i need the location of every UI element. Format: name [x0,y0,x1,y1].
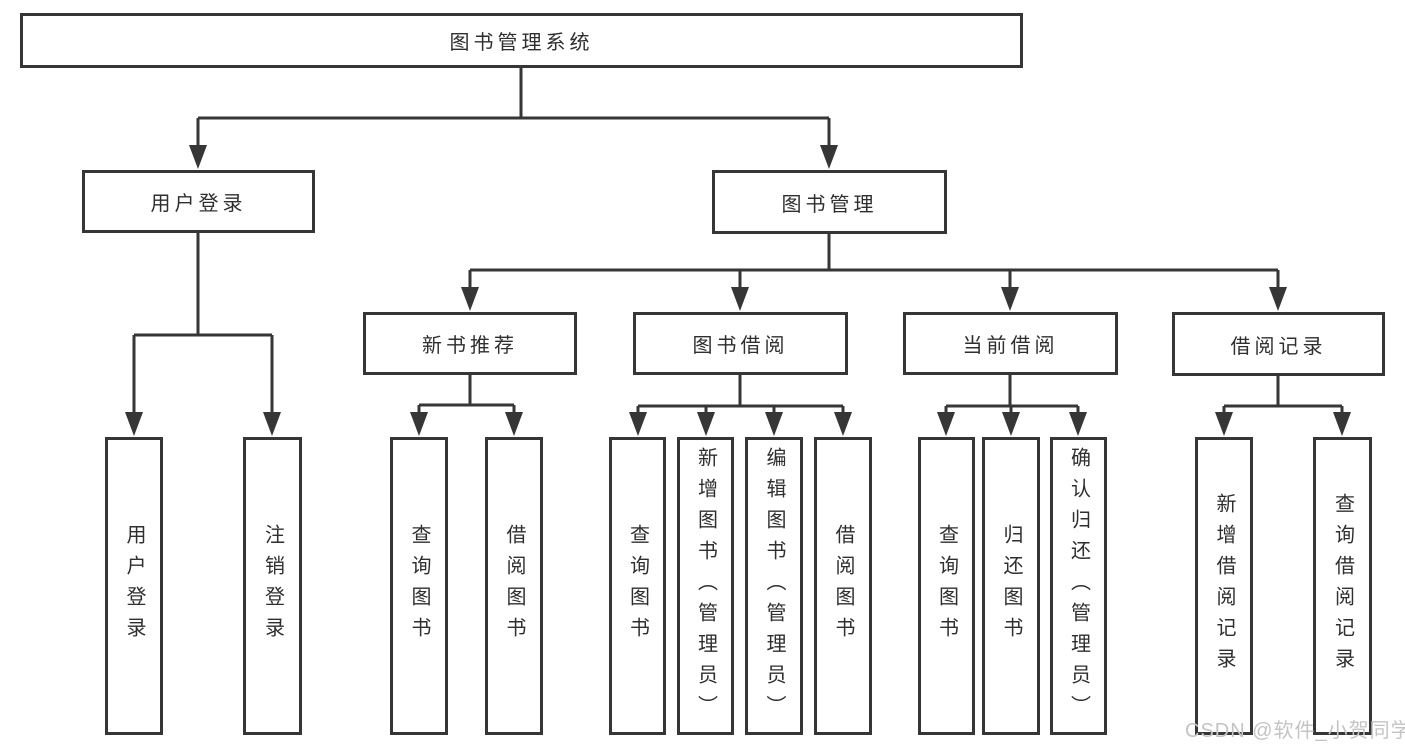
leaf-edit-book-admin: 编辑图书（管理员） [745,437,803,735]
leaf-borrow-book-1: 借阅图书 [485,437,543,735]
leaf-label: 新增借阅记录 [1213,493,1235,679]
leaf-query-borrow-record: 查询借阅记录 [1313,437,1372,735]
arrowhead [1069,412,1087,436]
arrowhead [1002,412,1020,436]
leaf-user-login: 用户登录 [105,437,163,735]
node-root-system: 图书管理系统 [20,13,1023,68]
arrowhead [731,287,749,311]
arrowhead [820,145,838,169]
arrowhead [1333,412,1351,436]
watermark: CSDN @软件_小贺同学 [1185,720,1405,742]
leaf-add-book-admin: 新增图书（管理员） [677,437,734,735]
arrowhead [697,412,715,436]
arrowhead [461,287,479,311]
leaf-borrow-book-2: 借阅图书 [814,437,872,735]
arrowhead [1215,412,1233,436]
leaf-label: 确认归还（管理员） [1067,446,1090,726]
node-book-borrow: 图书借阅 [633,312,848,375]
node-user-login: 用户登录 [82,170,315,233]
arrowhead [1269,287,1287,311]
node-borrow-record: 借阅记录 [1172,312,1385,376]
arrowhead [765,412,783,436]
arrowhead [937,412,955,436]
leaf-label: 借阅图书 [503,524,525,648]
leaf-confirm-return-admin: 确认归还（管理员） [1050,437,1107,735]
arrowheads [125,145,1351,436]
leaf-label: 归还图书 [1000,524,1022,648]
arrowhead [125,412,143,436]
leaf-label: 查询借阅记录 [1331,493,1354,679]
leaf-label: 查询图书 [626,524,649,648]
leaf-query-book-2: 查询图书 [609,437,666,735]
arrowhead [834,412,852,436]
arrowhead [629,412,647,436]
leaf-return-book: 归还图书 [982,437,1040,735]
arrowhead [505,412,523,436]
node-book-management: 图书管理 [712,170,947,234]
leaf-logout: 注销登录 [243,437,302,735]
leaf-query-book-1: 查询图书 [390,437,448,735]
leaf-label: 用户登录 [123,524,145,648]
arrowhead [1001,287,1019,311]
arrowhead [410,412,428,436]
leaf-label: 新增图书（管理员） [694,446,717,726]
leaf-add-borrow-record: 新增借阅记录 [1195,437,1253,735]
leaf-label: 查询图书 [935,524,958,648]
node-current-borrow: 当前借阅 [903,312,1118,375]
leaf-label: 借阅图书 [832,524,854,648]
arrowhead [189,145,207,169]
node-new-book-recommend: 新书推荐 [363,312,577,375]
leaf-query-book-3: 查询图书 [918,437,975,735]
leaf-label: 查询图书 [408,524,430,648]
arrowhead [263,412,281,436]
leaf-label: 编辑图书（管理员） [763,446,785,726]
leaf-label: 注销登录 [261,524,284,648]
